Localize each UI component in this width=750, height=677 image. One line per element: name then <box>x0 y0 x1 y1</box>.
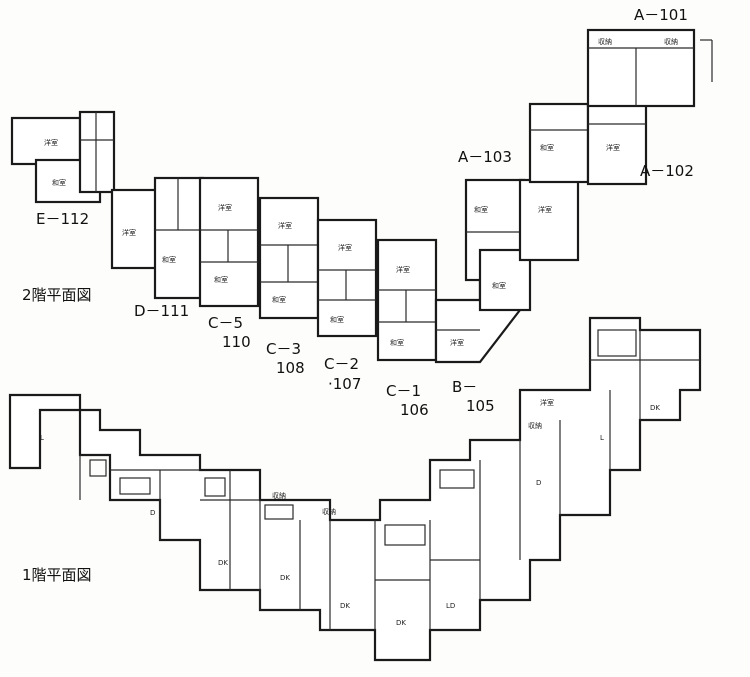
unit-c2-block <box>316 218 378 338</box>
label-b105: B－ <box>452 378 477 396</box>
room-label-washitsu: 和室 <box>330 315 344 324</box>
unit-c1-block <box>376 238 438 362</box>
label-c3: C－3 <box>266 340 301 358</box>
label-c3-number: 108 <box>276 359 305 377</box>
room-label-shunou: 収納 <box>664 37 678 46</box>
unit-a101-block <box>586 28 696 108</box>
room-label-l: L <box>40 434 44 442</box>
room-label-dk: DK <box>280 574 290 582</box>
label-c2: C－2 <box>324 355 359 373</box>
label-b105-number: 105 <box>466 397 495 415</box>
room-label-washitsu: 和室 <box>52 178 66 187</box>
unit-d111-block <box>110 188 160 270</box>
room-label-yoshitsu: 洋室 <box>396 265 410 274</box>
second-floor-title: 2階平面図 <box>22 286 92 304</box>
room-label-yoshitsu: 洋室 <box>218 203 232 212</box>
label-c1-number: 106 <box>400 401 429 419</box>
first-floor-title: 1階平面図 <box>22 566 92 584</box>
room-label-dk: DK <box>650 404 660 412</box>
room-label-dk: DK <box>340 602 350 610</box>
room-label-dk: DK <box>218 559 228 567</box>
label-a102: A－102 <box>640 162 694 180</box>
room-label-l: L <box>600 434 604 442</box>
room-label-d: D <box>536 479 541 487</box>
label-c2-number: ·107 <box>328 375 361 393</box>
room-label-washitsu: 和室 <box>214 275 228 284</box>
room-label-yoshitsu: 洋室 <box>122 228 136 237</box>
room-label-washitsu: 和室 <box>390 338 404 347</box>
room-label-yoshitsu: 洋室 <box>606 143 620 152</box>
first-floor-plan: L D DK DK DK DK LD D L DK 洋室 収納 収納 収納 <box>8 316 702 662</box>
room-label-shunou: 収納 <box>528 421 542 430</box>
label-c5: C－5 <box>208 314 243 332</box>
room-label-yoshitsu: 洋室 <box>278 221 292 230</box>
room-label-yoshitsu: 洋室 <box>338 243 352 252</box>
room-label-shunou: 収納 <box>598 37 612 46</box>
room-label-yoshitsu: 洋室 <box>540 398 554 407</box>
room-label-washitsu: 和室 <box>162 255 176 264</box>
second-floor-plan: 洋室 和室 洋室 和室 洋室 和室 洋室 和室 洋室 和室 <box>10 28 713 364</box>
room-label-d: D <box>150 509 155 517</box>
label-c1: C－1 <box>386 382 421 400</box>
unit-e112-block <box>78 110 116 194</box>
room-label-shunou: 収納 <box>272 491 286 500</box>
label-a101: A－101 <box>634 6 688 24</box>
label-e112: E－112 <box>36 210 89 228</box>
unit-a102-block <box>518 178 580 262</box>
label-d111: D－111 <box>134 302 189 320</box>
label-c5-number: 110 <box>222 333 251 351</box>
room-label-washitsu: 和室 <box>540 143 554 152</box>
label-a103: A－103 <box>458 148 512 166</box>
room-label-yoshitsu: 洋室 <box>538 205 552 214</box>
unit-a102-block <box>528 102 590 184</box>
room-label-yoshitsu: 洋室 <box>44 138 58 147</box>
room-label-ld: LD <box>446 602 455 610</box>
unit-c5-block <box>198 176 260 308</box>
room-label-washitsu: 和室 <box>474 205 488 214</box>
unit-c3-block <box>258 196 320 320</box>
room-label-washitsu: 和室 <box>492 281 506 290</box>
room-label-shunou: 収納 <box>322 507 336 516</box>
room-label-yoshitsu: 洋室 <box>450 338 464 347</box>
room-label-dk: DK <box>396 619 406 627</box>
room-label-washitsu: 和室 <box>272 295 286 304</box>
unit-d111-block <box>153 176 205 300</box>
